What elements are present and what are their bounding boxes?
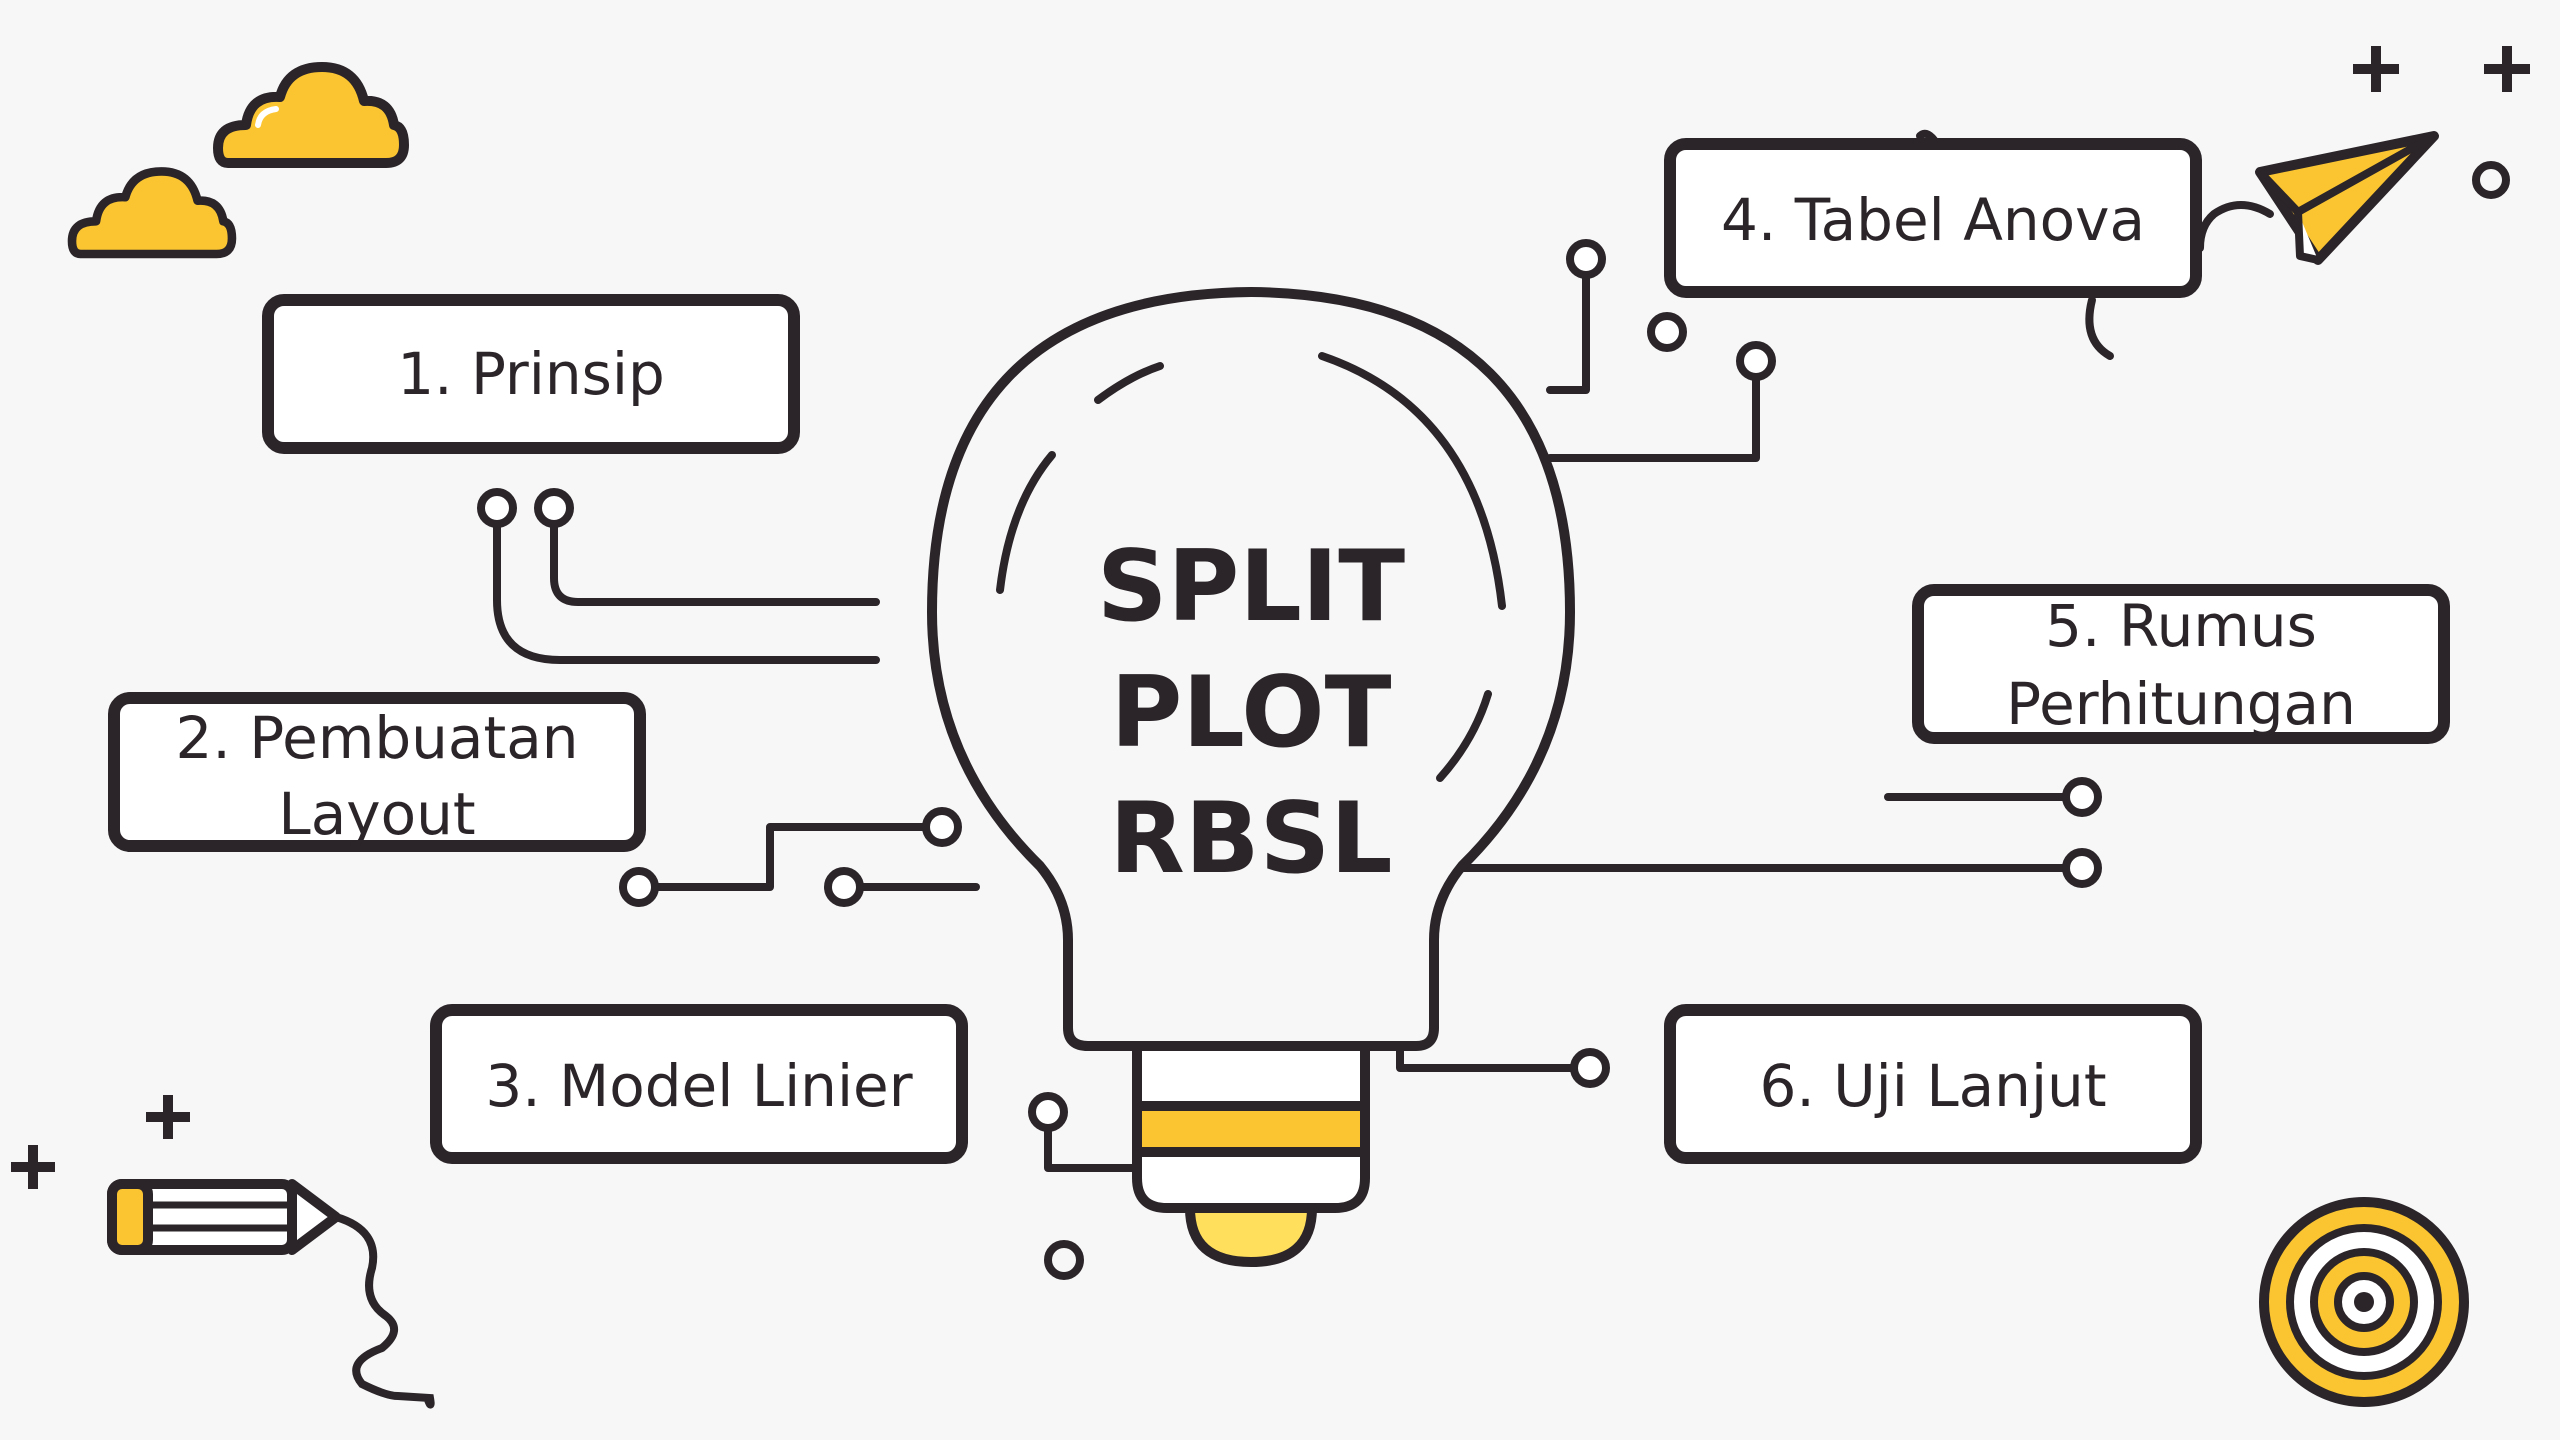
diagram-title-line-1: SPLIT xyxy=(1097,530,1405,644)
topic-box-prinsip: 1. Prinsip xyxy=(262,294,800,454)
topic-label: 3. Model Linier xyxy=(485,1052,912,1120)
topic-box-tabel-anova: 4. Tabel Anova xyxy=(1664,129,2202,360)
topic-box-pembuatan-layout: 2. Pembuatan Layout xyxy=(108,692,646,852)
lightbulb-icon xyxy=(927,287,1575,1267)
cloud-icon xyxy=(67,167,237,259)
topic-label: 1. Prinsip xyxy=(397,340,665,408)
topic-label: Layout xyxy=(278,780,475,848)
topic-box-model-linier: 3. Model Linier xyxy=(430,1004,968,1164)
diagram-title-line-3: RBSL xyxy=(1109,782,1392,896)
plus-icon xyxy=(11,1145,55,1189)
dot-icon xyxy=(2472,161,2510,199)
plus-icon xyxy=(146,1095,190,1139)
dot-icon xyxy=(1044,1240,1084,1280)
connector-nodes xyxy=(477,239,2102,1132)
diagram-title-line-2: PLOT xyxy=(1111,656,1392,770)
topic-label: Perhitungan xyxy=(2006,670,2356,738)
topic-label: 6. Uji Lanjut xyxy=(1759,1052,2106,1120)
target-icon xyxy=(2259,1197,2469,1407)
topic-box-rumus-perhitungan: 5. Rumus Perhitungan xyxy=(1912,584,2450,744)
paper-plane-icon xyxy=(2196,131,2439,265)
topic-label: 4. Tabel Anova xyxy=(1721,186,2145,254)
topic-box-uji-lanjut: 6. Uji Lanjut xyxy=(1664,1004,2202,1164)
pencil-icon xyxy=(107,1179,435,1409)
plus-icon xyxy=(2353,46,2399,92)
topic-label: 2. Pembuatan xyxy=(175,704,578,772)
cloud-icon xyxy=(213,62,409,168)
connector-lines xyxy=(493,271,2070,1172)
topic-label: 5. Rumus xyxy=(2045,592,2317,660)
plus-icon xyxy=(2484,46,2530,92)
